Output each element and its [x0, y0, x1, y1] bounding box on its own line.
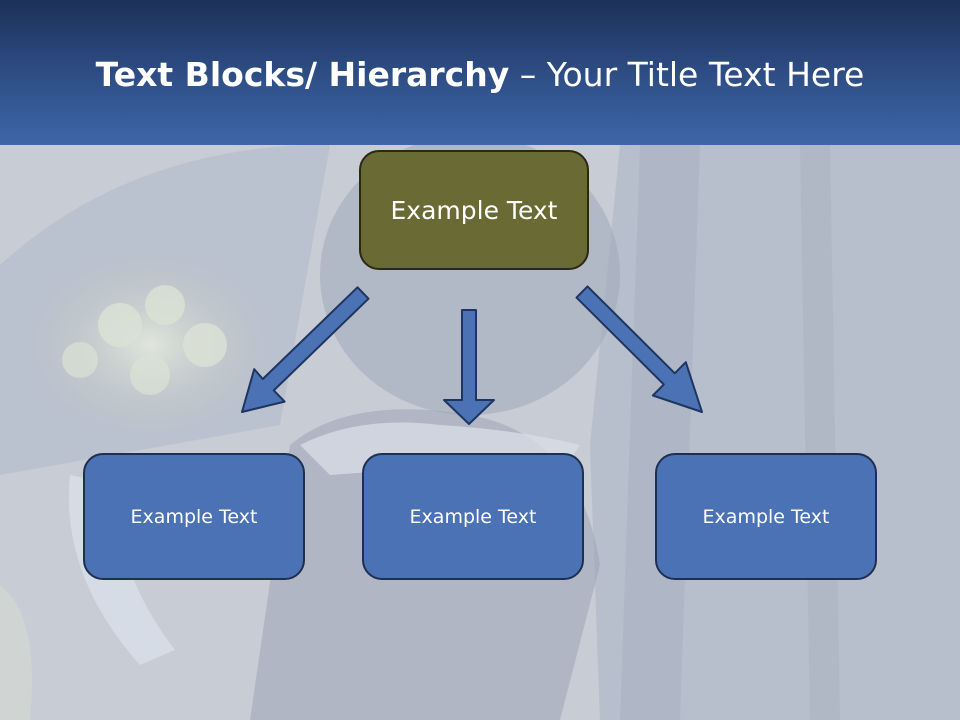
child-text-block-label: Example Text [409, 505, 537, 528]
child-text-block-2[interactable]: Example Text [362, 453, 584, 580]
title-regular-part: Your Title Text Here [546, 55, 865, 94]
child-text-block-label: Example Text [130, 505, 258, 528]
title-bar: Text Blocks/ Hierarchy – Your Title Text… [0, 0, 960, 145]
child-text-block-3[interactable]: Example Text [655, 453, 877, 580]
slide-title: Text Blocks/ Hierarchy – Your Title Text… [0, 52, 960, 98]
title-separator: – [509, 55, 547, 94]
child-text-block-1[interactable]: Example Text [83, 453, 305, 580]
top-text-block-label: Example Text [390, 195, 558, 225]
title-bold-part: Text Blocks/ Hierarchy [95, 55, 510, 94]
top-text-block[interactable]: Example Text [359, 150, 589, 270]
child-text-block-label: Example Text [702, 505, 830, 528]
